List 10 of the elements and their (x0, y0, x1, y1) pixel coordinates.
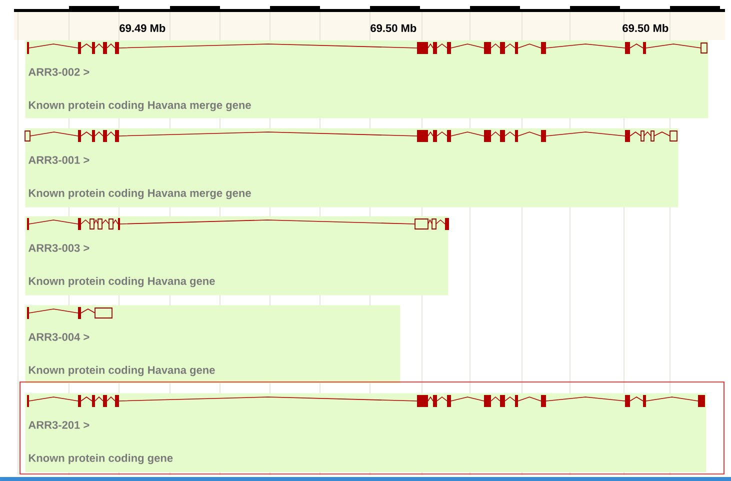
transcript-name: ARR3-003 > (28, 244, 90, 252)
transcript-name: ARR3-201 > (28, 421, 90, 429)
transcript-description: Known protein coding gene (28, 454, 173, 464)
transcript-description: Known protein coding Havana gene (28, 366, 215, 376)
transcript-description: Known protein coding Havana merge gene (28, 188, 251, 200)
transcript-name: ARR3-004 > (28, 333, 90, 341)
transcript-description: Known protein coding Havana merge gene (28, 100, 251, 112)
transcript-name: ARR3-001 > (28, 156, 90, 164)
transcript-description: Known protein coding Havana gene (28, 276, 215, 288)
transcript-name: ARR3-002 > (28, 68, 90, 76)
